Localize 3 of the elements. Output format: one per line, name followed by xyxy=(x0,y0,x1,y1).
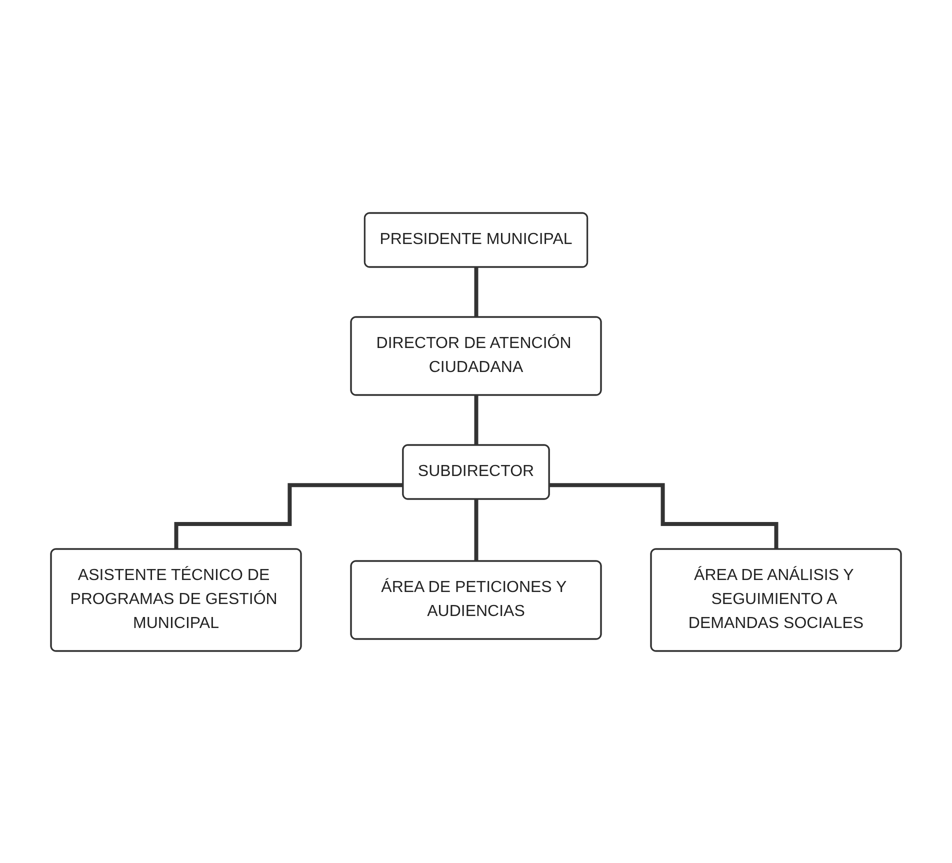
connector xyxy=(474,265,478,319)
connector xyxy=(474,497,478,563)
connector xyxy=(474,393,478,447)
